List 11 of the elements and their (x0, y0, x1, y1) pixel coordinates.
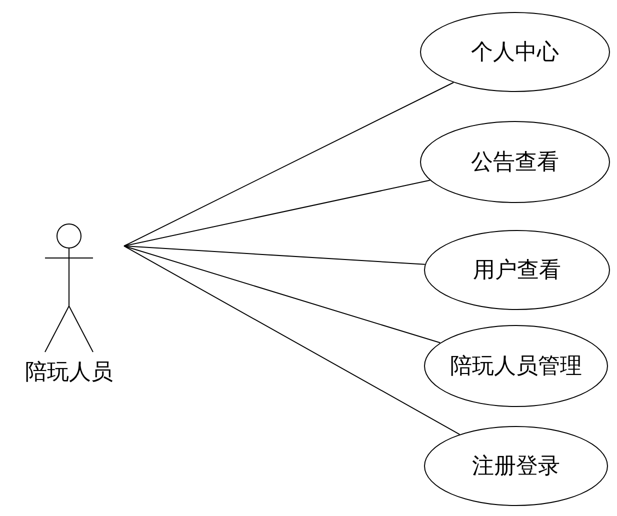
actor-label: 陪玩人员 (25, 359, 113, 387)
association-line (124, 180, 430, 246)
use-case-label: 公告查看 (471, 148, 559, 176)
association-line (124, 246, 441, 344)
use-case-label: 注册登录 (472, 452, 560, 480)
association-line (124, 246, 460, 435)
use-case-label: 用户查看 (473, 256, 561, 284)
use-case-label: 个人中心 (471, 38, 559, 66)
association-line (124, 246, 426, 265)
use-case-label: 陪玩人员管理 (450, 352, 582, 380)
association-line (124, 82, 454, 246)
